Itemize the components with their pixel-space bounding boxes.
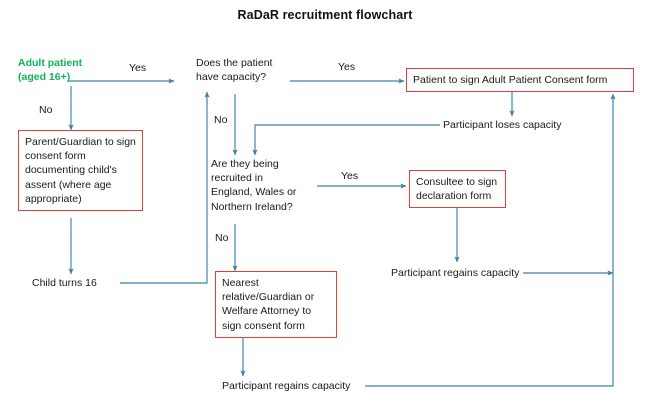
page-title: RaDaR recruitment flowchart	[237, 8, 413, 22]
node-child-turns-16[interactable]: Child turns 16	[32, 277, 97, 289]
node-participant-regains-capacity-mid[interactable]: Participant regains capacity	[391, 267, 520, 279]
edge-regains-bottom-to-consent	[365, 93, 616, 387]
node-parent-guardian-consent[interactable]: Parent/Guardian to sign consent form doc…	[18, 130, 143, 212]
edge-loses-capacity-to-recruited	[252, 124, 440, 156]
edge-label-adult-no: No	[39, 104, 53, 116]
node-nearest-relative-consent[interactable]: Nearest relative/Guardian or Welfare Att…	[215, 271, 337, 338]
node-recruited-where[interactable]: Are they being recruited in England, Wal…	[211, 158, 297, 213]
edge-label-capacity-no: No	[214, 114, 228, 126]
edge-label-recruited-no: No	[215, 232, 229, 244]
node-participant-loses-capacity[interactable]: Participant loses capacity	[443, 119, 562, 131]
node-does-patient-have-capacity[interactable]: Does the patient have capacity?	[196, 57, 273, 84]
node-consultee-declaration[interactable]: Consultee to sign declaration form	[409, 170, 506, 209]
node-adult-patient[interactable]: Adult patient (aged 16+)	[18, 57, 83, 84]
edge-label-recruited-yes: Yes	[341, 170, 359, 182]
edge-label-adult-yes: Yes	[129, 62, 147, 74]
node-patient-consent-form[interactable]: Patient to sign Adult Patient Consent fo…	[406, 68, 634, 93]
node-participant-regains-capacity-bottom[interactable]: Participant regains capacity	[222, 380, 351, 392]
edge-label-capacity-yes: Yes	[338, 61, 356, 73]
